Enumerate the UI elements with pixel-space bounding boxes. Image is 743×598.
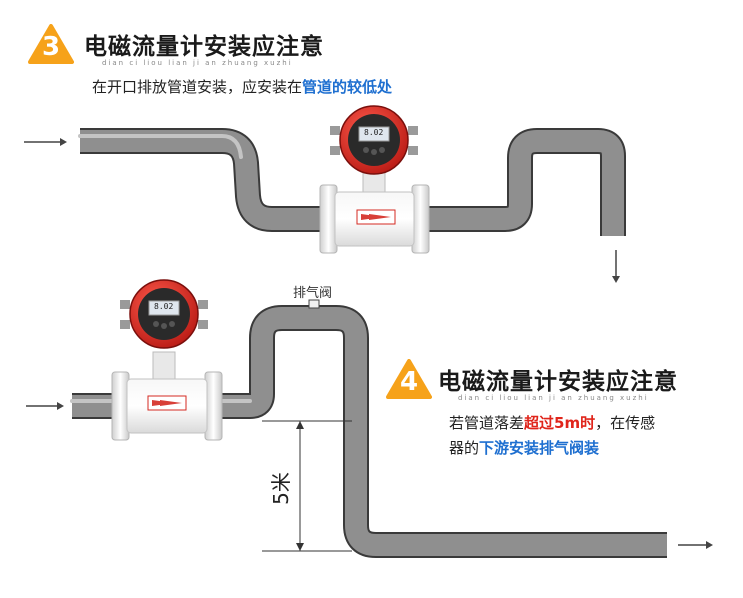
section-4-line-1: 若管道落差超过5m时，在传感	[449, 412, 655, 433]
section-3-description: 在开口排放管道安装，应安装在管道的较低处	[92, 76, 392, 97]
step-number: 3	[41, 32, 61, 62]
step-badge-4: 4	[386, 359, 432, 399]
flowmeter-1	[319, 105, 430, 254]
badge-shape-icon	[386, 359, 432, 399]
right-arrow-icon	[678, 541, 713, 549]
section-3-pinyin: dian ci liou lian ji an zhuang xuzhi	[102, 59, 293, 67]
down-arrow-icon	[612, 250, 620, 283]
section-3-desc-highlight: 管道的较低处	[302, 78, 393, 96]
section-4-line-1-suffix: ，在传感	[595, 414, 656, 432]
section-3-title: 电磁流量计安装应注意	[84, 34, 324, 60]
flowmeter-1-display: 8.02	[364, 128, 384, 137]
flowmeter-2-display: 8.02	[154, 302, 174, 311]
distance-label: 5米	[268, 472, 293, 505]
section-4-line-1-highlight: 超过5m时	[524, 414, 596, 432]
section-4-line-2-prefix: 器的	[449, 439, 480, 457]
badge-shape-icon	[28, 24, 74, 64]
pipe-open-discharge	[78, 128, 626, 236]
section-3-desc-text: 在开口排放管道安装，应安装在	[92, 78, 303, 96]
vent-valve-label: 排气阀	[293, 286, 333, 301]
section-4-line-2-highlight: 下游安装排气阀装	[479, 439, 600, 457]
section-4-pinyin: dian ci liou lian ji an zhuang xuzhi	[458, 394, 649, 402]
right-arrow-icon	[24, 138, 67, 146]
section-4-title: 电磁流量计安装应注意	[438, 369, 678, 395]
section-4-line-2: 器的下游安装排气阀装	[449, 437, 599, 458]
section-4-line-1-prefix: 若管道落差	[449, 414, 525, 432]
height-dimension	[262, 420, 352, 552]
right-arrow-icon	[26, 402, 64, 410]
vent-valve	[308, 299, 320, 309]
flowmeter-2	[111, 279, 223, 441]
step-badge-3: 3	[28, 24, 74, 64]
step-number: 4	[399, 367, 419, 397]
